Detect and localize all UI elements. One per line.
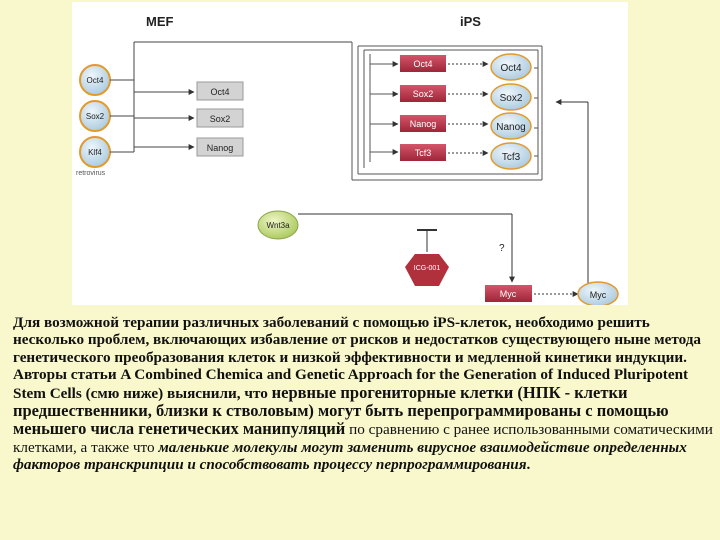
wnt3a-node: Wnt3a [257,210,299,240]
ips-protein-nanog-label: Nanog [496,122,525,133]
ips-gene-tcf3: Tcf3 [400,144,446,161]
myc-protein-label: Myc [590,290,607,300]
ips-protein-tcf3: Tcf3 [490,142,532,170]
mef-box-sox2-label: Sox2 [210,114,231,124]
caption-highlight: нервные прогениторные клетки (НПК - клет… [13,382,669,439]
retro-factor-sox2: Sox2 [79,100,111,132]
ips-title: iPS [460,14,481,29]
caption-part-1: Для возможной терапии различных заболева… [13,314,702,384]
caption-emphasis: маленькие молекулы могут заменить вирусн… [13,438,687,474]
retrovirus-label: retrovirus [76,170,106,177]
ips-gene-oct4-label: Oct4 [413,59,432,69]
retro-factor-klf4-label: Klf4 [88,148,102,157]
mef-box-nanog: Nanog [196,137,244,157]
caption-text: Для возможной терапии различных заболева… [13,314,713,474]
ips-protein-tcf3-label: Tcf3 [502,152,521,163]
mef-box-sox2: Sox2 [196,108,244,128]
ips-protein-sox2-label: Sox2 [500,93,523,104]
retro-factor-sox2-label: Sox2 [86,112,105,121]
question-mark: ? [499,243,505,254]
retro-factor-oct4: Oct4 [79,64,111,96]
wnt3a-label: Wnt3a [266,221,290,230]
ips-gene-sox2-label: Sox2 [413,89,434,99]
retro-factor-klf4: Klf4 [79,136,111,168]
myc-protein: Myc [577,281,619,307]
mef-box-nanog-label: Nanog [207,143,234,153]
mef-title: MEF [146,14,174,29]
ips-protein-sox2: Sox2 [490,83,532,111]
mef-box-oct4-label: Oct4 [210,87,229,97]
retro-factor-oct4-label: Oct4 [87,76,104,85]
myc-gene: Myc [485,285,532,302]
pathway-svg: MEF iPS Oct4 Sox2 Klf4 retrovirus Oct4 S… [76,14,619,307]
ips-protein-nanog: Nanog [490,112,532,140]
caption-part-3: (смю ниже) выяснили, что [81,384,272,402]
ips-protein-oct4-label: Oct4 [500,63,522,74]
myc-gene-label: Myc [500,289,517,299]
mef-box-oct4: Oct4 [196,81,244,101]
ips-protein-oct4: Oct4 [490,53,532,81]
caption-article-title: A Combined Chemica and Genetic Approach … [13,366,689,402]
ips-gene-oct4: Oct4 [400,55,446,72]
ips-gene-nanog-label: Nanog [410,119,437,129]
ips-gene-nanog: Nanog [400,115,446,132]
ips-gene-tcf3-label: Tcf3 [415,148,432,158]
ips-gene-sox2: Sox2 [400,85,446,102]
caption-part-5: по сравнению с ранее использованными сом… [13,421,713,456]
caption-end: . [526,456,531,474]
icg001-inhibitor: ICG-001 [405,254,449,286]
pathway-diagram: MEF iPS Oct4 Sox2 Klf4 retrovirus Oct4 S… [72,2,628,307]
icg001-label: ICG-001 [414,265,441,272]
